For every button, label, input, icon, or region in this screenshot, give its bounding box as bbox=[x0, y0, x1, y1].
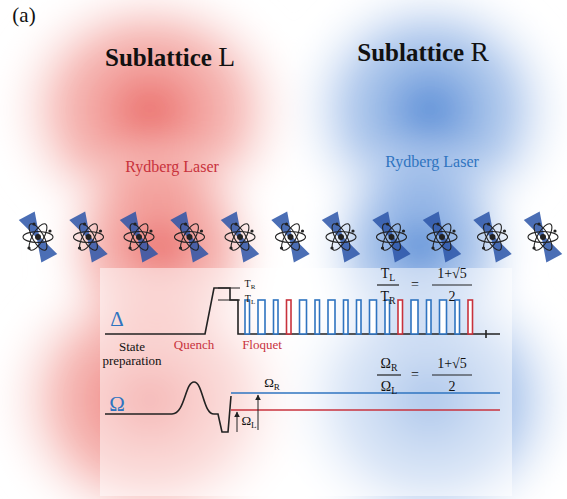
axis-symbol: Δ bbox=[110, 308, 124, 331]
ratio-symbol: ΩL bbox=[381, 379, 397, 394]
axis-symbol: Ω bbox=[109, 393, 125, 416]
sublattice-title: Sublattice R bbox=[357, 37, 489, 67]
stage-label: Quench bbox=[174, 338, 214, 352]
sublattice-title: Sublattice L bbox=[105, 42, 235, 72]
ratio-symbol: = bbox=[411, 367, 419, 382]
inset-panel bbox=[100, 268, 512, 496]
ratio-symbol: TL bbox=[381, 266, 396, 281]
amplitude-label: ΩL bbox=[241, 414, 256, 428]
stage-label: State preparation bbox=[96, 340, 168, 369]
ratio-symbol: = bbox=[411, 277, 419, 292]
floquet-pulses bbox=[245, 300, 473, 334]
sublattice-region: Sublattice R Rydberg Laser bbox=[290, 25, 567, 195]
ratio-symbol: TR bbox=[380, 289, 395, 304]
sublattice-region: Sublattice L Rydberg Laser bbox=[0, 25, 300, 195]
panel-label: (a) bbox=[12, 4, 35, 27]
ratio-symbol: 1+√5 bbox=[437, 356, 467, 371]
ratio-symbol: 2 bbox=[449, 289, 456, 304]
ratio-symbol: 2 bbox=[449, 379, 456, 394]
laser-label: Rydberg Laser bbox=[385, 153, 479, 171]
atom-row bbox=[19, 212, 562, 264]
period-label: TL bbox=[245, 293, 255, 304]
ratio-symbol: ΩR bbox=[381, 356, 398, 371]
period-label: TR bbox=[245, 278, 256, 289]
detuning-trace bbox=[105, 288, 500, 338]
amplitude-label: ΩR bbox=[264, 376, 280, 390]
fraction-bars bbox=[377, 285, 472, 375]
ratio-symbol: 1+√5 bbox=[437, 266, 467, 281]
stage-label: Floquet bbox=[242, 338, 282, 352]
laser-label: Rydberg Laser bbox=[125, 158, 219, 176]
rabi-trace bbox=[105, 382, 500, 432]
